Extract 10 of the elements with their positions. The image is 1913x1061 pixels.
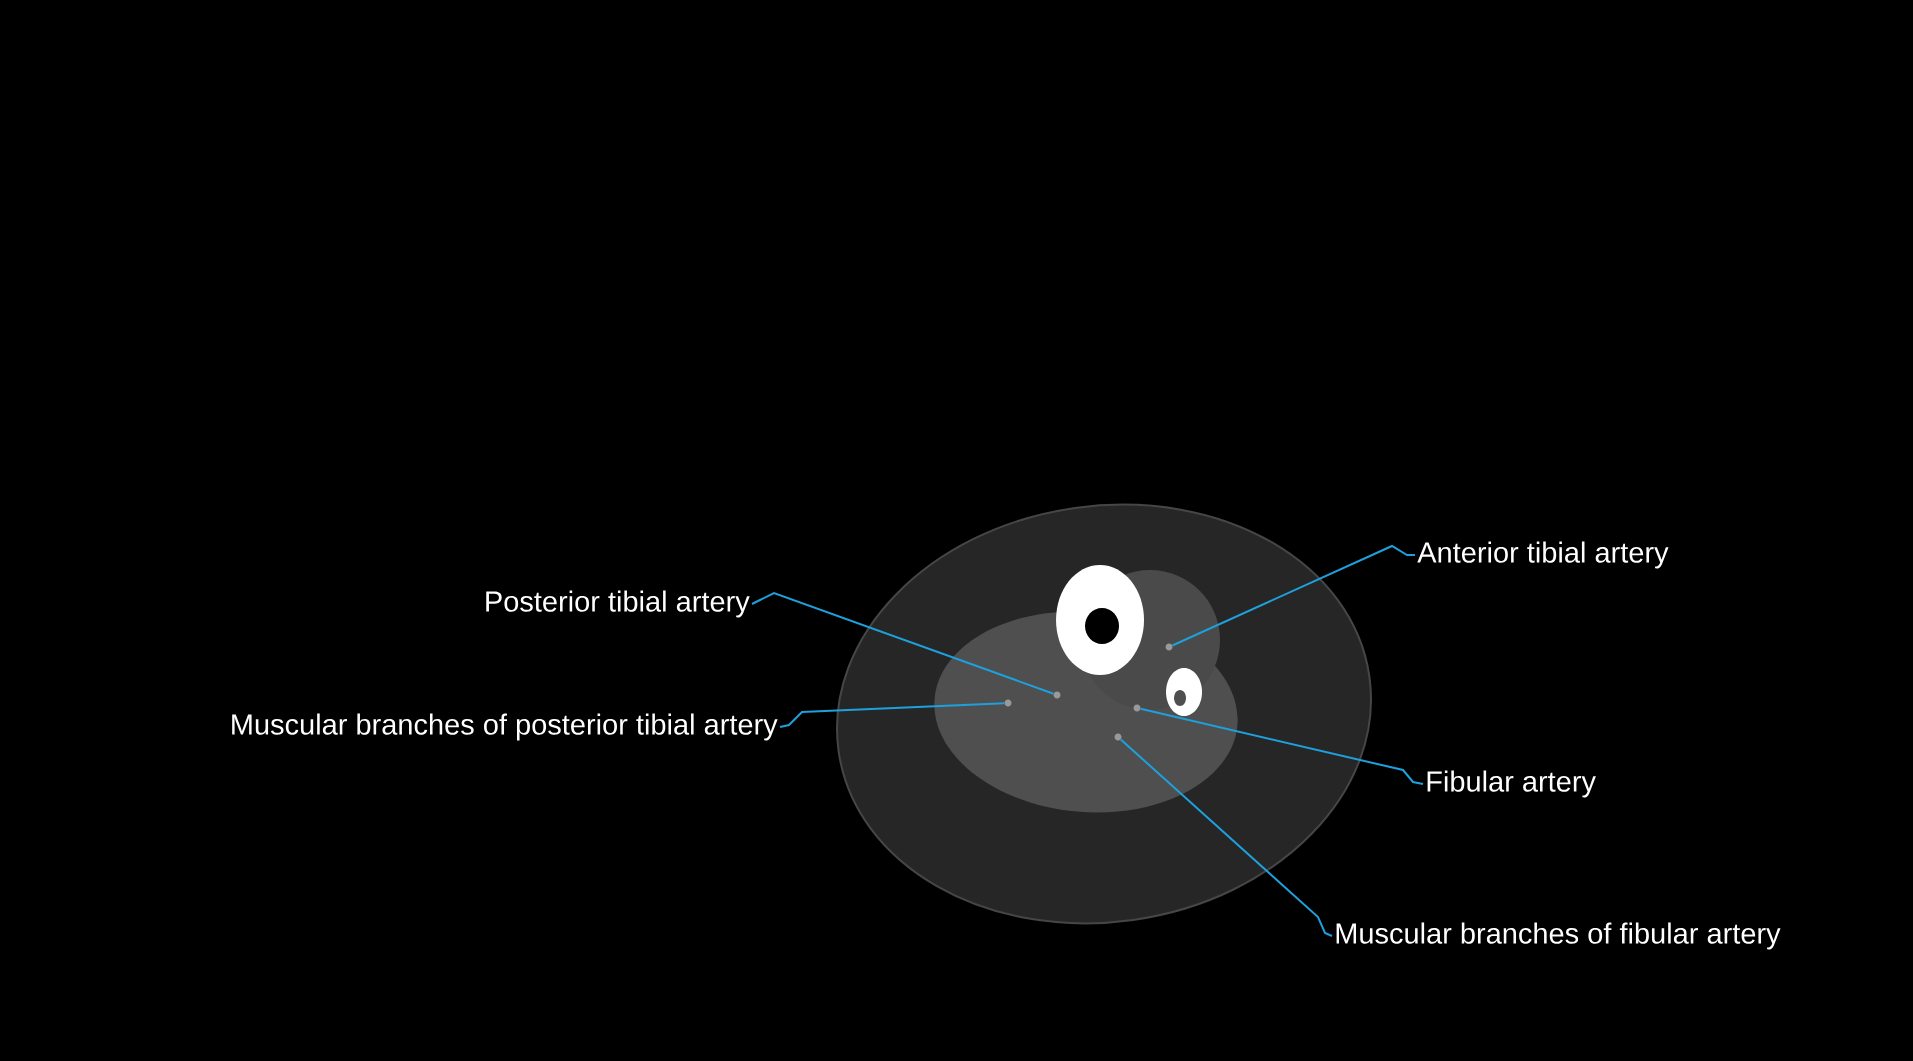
leader-line (779, 702, 1006, 728)
leader-line (1139, 707, 1424, 785)
label-text: Anterior tibial artery (1417, 541, 1669, 569)
label-text: Posterior tibial artery (486, 590, 750, 618)
leader-line (1119, 738, 1333, 937)
leader-line (751, 591, 1055, 695)
label-text: Muscular branches of fibular artery (1336, 922, 1781, 950)
label-text: Muscular branches of posterior tibial artery (232, 713, 778, 741)
label-text: Fibular artery (1427, 770, 1596, 798)
leader-line (1171, 544, 1416, 647)
